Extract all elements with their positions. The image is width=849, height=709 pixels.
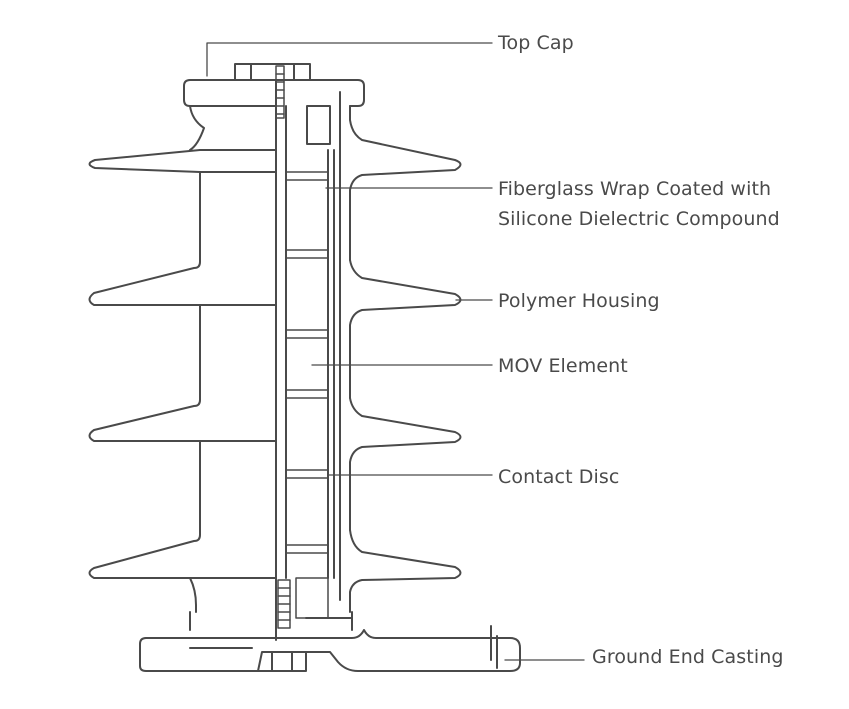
polymer-housing-left: [88, 79, 277, 641]
ground-end-casting: [139, 611, 521, 672]
leader-top-cap: [206, 42, 493, 77]
lower-fitting: [189, 577, 329, 631]
label-fiberglass-line1: Fiberglass Wrap Coated with: [498, 178, 772, 200]
top-cap: [183, 63, 365, 151]
label-ground-end-casting: Ground End Casting: [592, 646, 784, 668]
leader-lines: [206, 42, 585, 661]
label-fiberglass-wrap: Fiberglass Wrap Coated with Silicone Die…: [498, 174, 780, 234]
label-fiberglass-line2: Silicone Dielectric Compound: [498, 208, 780, 230]
label-contact-disc: Contact Disc: [498, 466, 620, 488]
mov-stack: [285, 105, 335, 579]
label-top-cap: Top Cap: [498, 32, 574, 54]
label-polymer-housing: Polymer Housing: [498, 290, 660, 312]
polymer-housing-right: [339, 91, 462, 613]
ground-threads: [277, 579, 291, 629]
top-cap-threads: [275, 65, 285, 119]
label-mov-element: MOV Element: [498, 355, 628, 377]
